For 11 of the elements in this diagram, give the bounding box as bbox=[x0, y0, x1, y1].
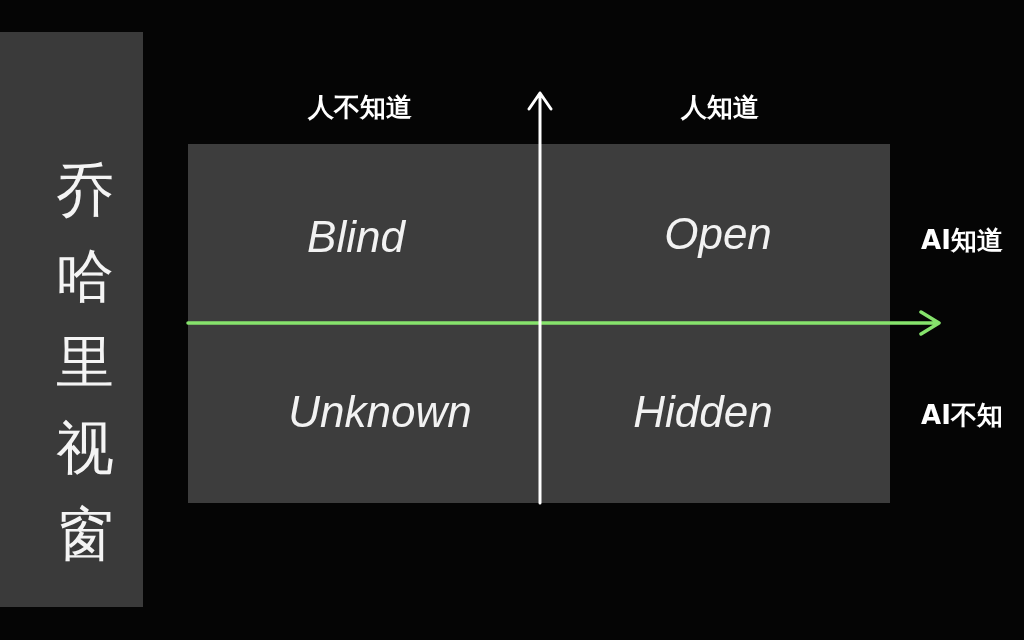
quadrant-label: Unknown bbox=[288, 390, 472, 434]
quadrant-panel bbox=[188, 144, 540, 323]
axis-label: AI知道 bbox=[921, 227, 1003, 253]
title-text: 乔哈里视窗 bbox=[55, 155, 115, 570]
quadrant-label: Blind bbox=[307, 215, 405, 259]
quadrant-label: Hidden bbox=[633, 390, 773, 434]
quadrant-panel bbox=[540, 144, 890, 323]
quadrant-panel bbox=[188, 323, 540, 503]
quadrant-panel bbox=[540, 323, 890, 503]
quadrant-label: Open bbox=[664, 212, 772, 256]
axis-label: AI不知 bbox=[921, 402, 1003, 428]
